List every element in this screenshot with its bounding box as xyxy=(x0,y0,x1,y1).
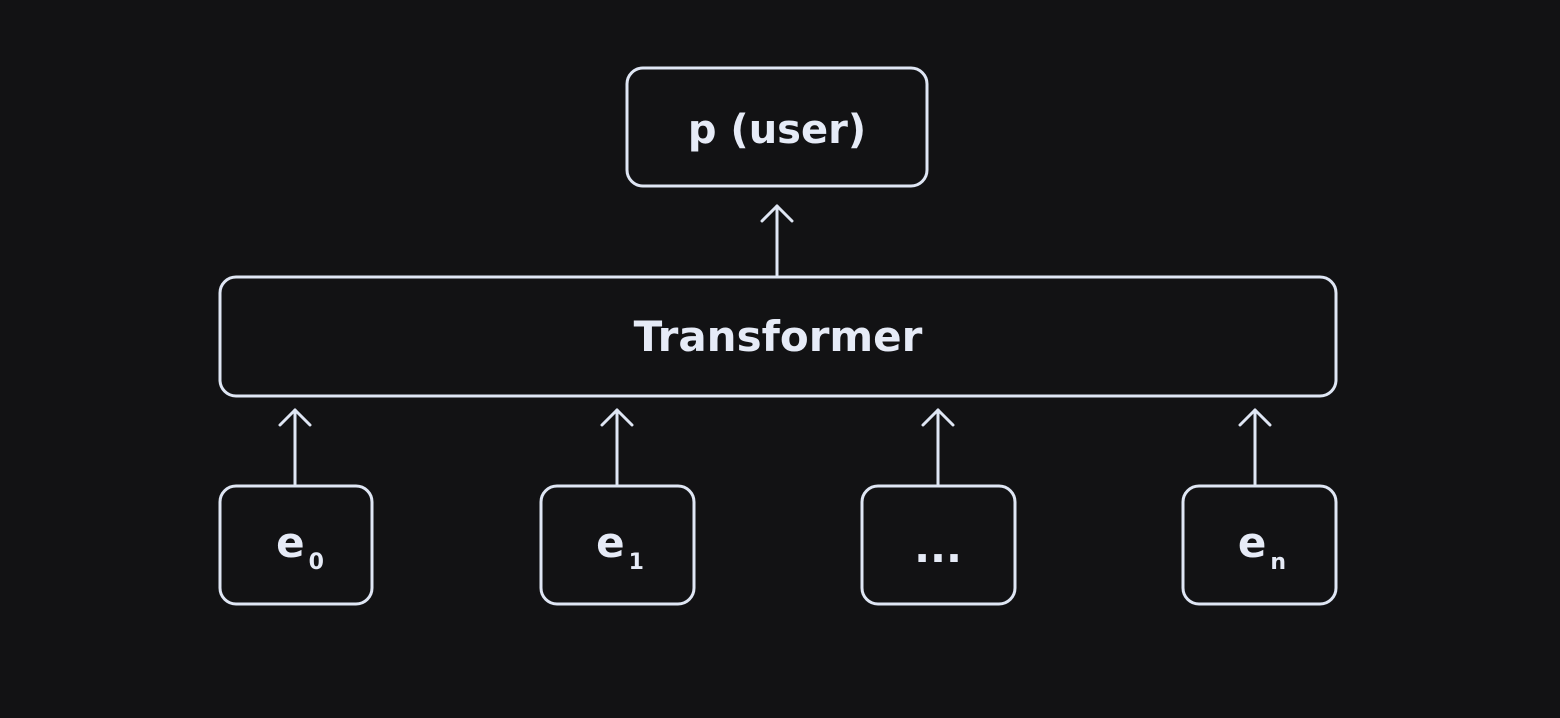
output-node-label: p (user) xyxy=(688,107,866,153)
transformer-node: Transformer xyxy=(218,275,1338,398)
arrow-en-to-transformer xyxy=(1238,408,1272,486)
output-node-box xyxy=(625,66,929,188)
input-token-base: e xyxy=(596,518,625,567)
input-token-subscript: n xyxy=(1270,550,1286,575)
arrow-e0-to-transformer xyxy=(278,408,312,486)
arrow-e1-to-transformer xyxy=(600,408,634,486)
output-node: p (user) xyxy=(625,66,929,188)
input-token-box xyxy=(1181,484,1338,606)
input-token-base: e xyxy=(276,518,305,567)
arrow-transformer-to-output xyxy=(760,204,794,277)
arrow-ellipsis-to-transformer xyxy=(921,408,955,486)
input-token-box xyxy=(860,484,1017,606)
input-token-label: ... xyxy=(914,523,962,572)
transformer-node-label: Transformer xyxy=(634,312,923,361)
input-token-base: e xyxy=(1238,518,1267,567)
input-token-box xyxy=(539,484,696,606)
input-token-subscript: 0 xyxy=(309,550,324,575)
input-token-box xyxy=(218,484,374,606)
transformer-node-box xyxy=(218,275,1338,398)
input-token-ellipsis: ... xyxy=(860,484,1017,606)
input-token-subscript: 1 xyxy=(629,550,644,575)
input-token-base: ... xyxy=(914,523,962,572)
